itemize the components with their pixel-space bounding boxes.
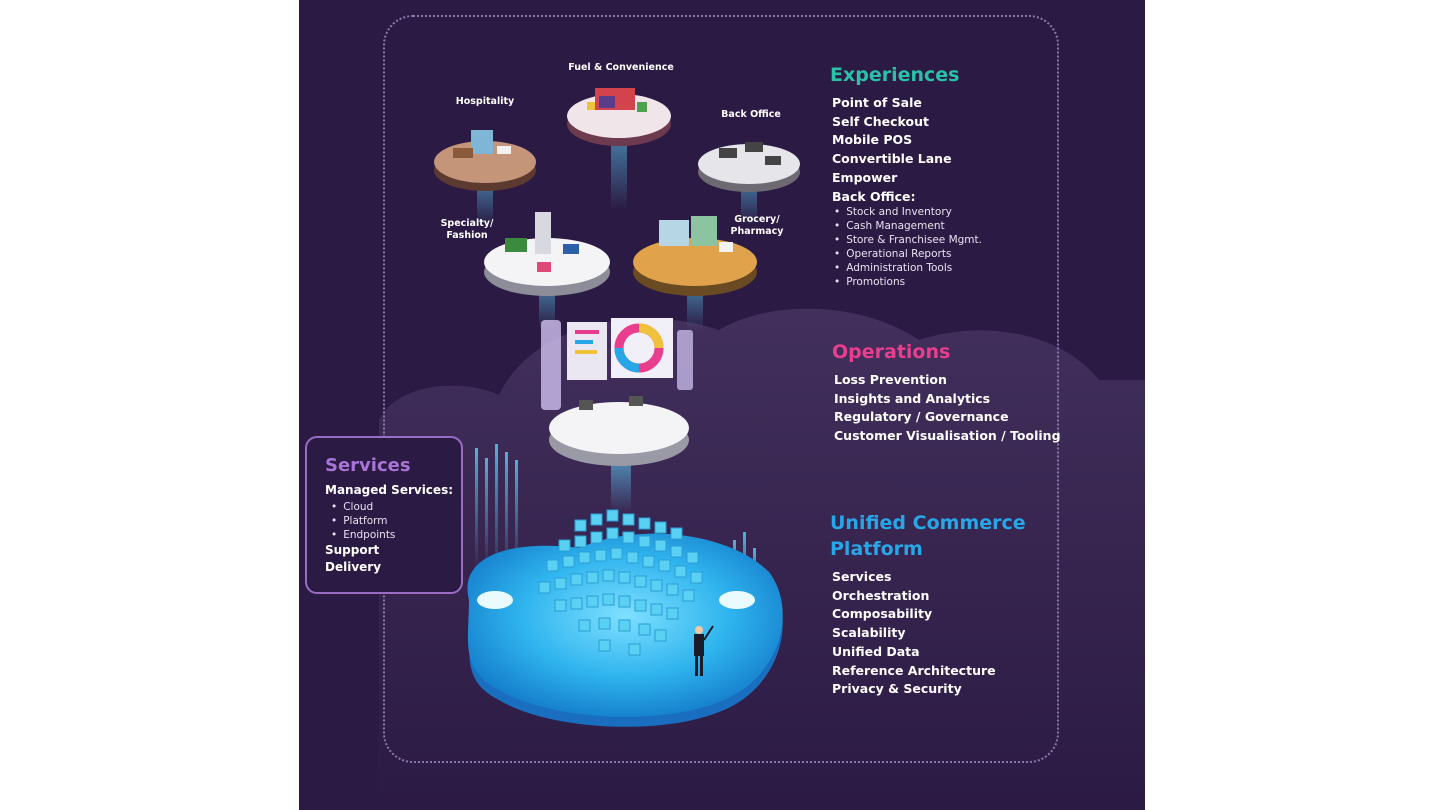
platform-operations xyxy=(541,318,693,512)
list-item: Loss Prevention xyxy=(834,372,947,387)
list-item: Mobile POS xyxy=(832,132,913,148)
label-grocery-line1: Grocery/ xyxy=(734,214,780,225)
label-grocery-line2: Pharmacy xyxy=(730,226,784,237)
list-item: Reference Architecture xyxy=(832,662,996,678)
operations-section: Operations Loss Prevention Insights and … xyxy=(832,339,1061,446)
list-item: Unified Data xyxy=(832,643,920,659)
platform-back-office xyxy=(698,142,800,225)
list-item: Store & Franchisee Mgmt. xyxy=(834,234,982,248)
list-item: Insights and Analytics xyxy=(834,390,991,406)
platform-specialty xyxy=(484,212,610,330)
services-extra-list: Support Delivery xyxy=(325,542,461,577)
illustration xyxy=(379,88,1145,810)
list-item: Regulatory / Governance xyxy=(834,409,1009,425)
managed-services-list: Cloud Platform Endpoints xyxy=(331,500,461,542)
list-item: Point of Sale xyxy=(832,95,922,110)
platform-fuel xyxy=(567,88,671,210)
managed-services-label: Managed Services: xyxy=(325,483,454,497)
list-item: Composability xyxy=(832,606,933,622)
list-item: Support xyxy=(325,542,380,557)
list-item: Cloud xyxy=(331,500,461,514)
platform-section: Unified Commerce Platform Services Orche… xyxy=(830,510,1026,699)
dotted-frame xyxy=(383,15,1059,763)
cube-cluster xyxy=(538,509,703,656)
operations-list: Loss Prevention Insights and Analytics R… xyxy=(834,371,1061,446)
list-item: Privacy & Security xyxy=(832,681,962,697)
services-box: Services Managed Services: Cloud Platfor… xyxy=(305,436,463,594)
platform-grocery xyxy=(633,216,757,330)
list-item: Scalability xyxy=(832,625,906,641)
list-item: Cash Management xyxy=(834,220,982,234)
list-item: Endpoints xyxy=(331,528,461,542)
poster: Fuel & Convenience Hospitality Back Offi… xyxy=(299,0,1145,810)
list-item: Stock and Inventory xyxy=(834,206,982,220)
list-item: Operational Reports xyxy=(834,248,982,262)
list-item: Services xyxy=(832,569,892,584)
list-item: Convertible Lane xyxy=(832,151,952,167)
back-office-list: Stock and Inventory Cash Management Stor… xyxy=(834,206,982,289)
experiences-section: Experiences Point of Sale Self Checkout … xyxy=(830,62,982,290)
list-item: Customer Visualisation / Tooling xyxy=(834,428,1061,444)
platform-hospitality xyxy=(434,130,536,225)
label-hospitality: Hospitality xyxy=(455,96,515,107)
label-grocery: Grocery/ Pharmacy xyxy=(731,214,784,238)
person-figure xyxy=(694,625,714,676)
list-item: Platform xyxy=(331,514,461,528)
list-item: Empower xyxy=(832,169,898,185)
platform-title-line1: Unified Commerce xyxy=(830,512,1026,534)
list-item: Promotions xyxy=(834,276,982,290)
services-title: Services xyxy=(325,455,411,476)
label-fuel: Fuel & Convenience xyxy=(568,62,674,73)
list-item: Administration Tools xyxy=(834,262,982,276)
list-item: Self Checkout xyxy=(832,113,929,129)
back-office-label: Back Office: xyxy=(832,188,916,204)
experiences-title: Experiences xyxy=(830,64,960,86)
operations-title: Operations xyxy=(832,341,951,363)
list-item: Orchestration xyxy=(832,587,930,603)
label-specialty: Specialty/ Fashion xyxy=(441,218,494,242)
platform-title-line2: Platform xyxy=(830,538,923,560)
experiences-list: Point of Sale Self Checkout Mobile POS C… xyxy=(832,94,982,206)
platform-list: Services Orchestration Composability Sca… xyxy=(832,568,1026,699)
services-list: Managed Services: xyxy=(325,482,461,500)
label-specialty-line1: Specialty/ xyxy=(440,218,494,229)
label-specialty-line2: Fashion xyxy=(446,230,488,241)
label-back-office: Back Office xyxy=(721,109,781,120)
list-item: Delivery xyxy=(325,560,382,574)
